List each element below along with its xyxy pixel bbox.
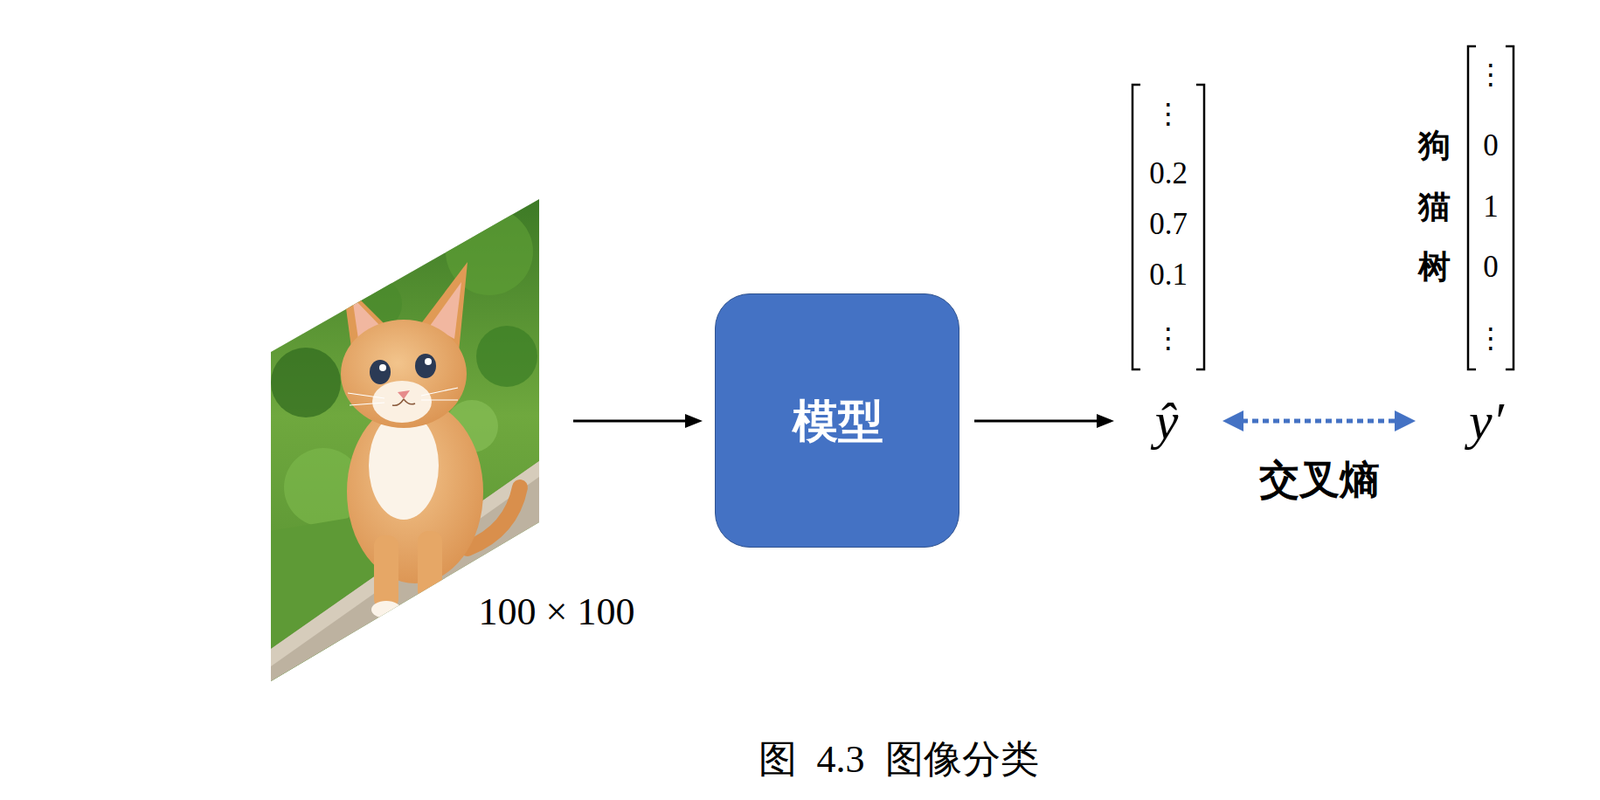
- class-name: 猫: [1418, 189, 1451, 226]
- one-hot-value: 0: [1482, 250, 1499, 285]
- ellipsis: ⋮: [1154, 98, 1183, 130]
- cat-photo: [270, 199, 540, 724]
- class-name: 狗: [1418, 128, 1451, 165]
- edge-label: 交叉熵: [1259, 457, 1380, 503]
- image-size: 100 × 100: [478, 591, 636, 634]
- label-vector: ⋮狗0猫1树0⋮y′: [1419, 46, 1521, 458]
- model-label: 模型: [792, 396, 884, 447]
- prediction-symbol: ŷ: [1155, 392, 1179, 451]
- one-hot-value: 1: [1482, 190, 1499, 225]
- model-box: 模型: [714, 293, 960, 548]
- flow-arrow: [974, 414, 1115, 429]
- ellipsis: ⋮: [1476, 323, 1505, 354]
- ellipsis: ⋮: [1154, 323, 1183, 354]
- vector-bracket: [1468, 46, 1476, 370]
- flow-arrow: [573, 414, 703, 429]
- label-symbol: y′: [1468, 392, 1504, 451]
- probability: 0.2: [1149, 157, 1188, 192]
- vector-bracket: [1505, 46, 1514, 370]
- one-hot-value: 0: [1482, 129, 1499, 164]
- figure-caption: 图 4.3 图像分类: [758, 739, 1039, 782]
- ellipsis: ⋮: [1476, 59, 1505, 91]
- double-arrow: [1222, 410, 1416, 432]
- input-image: 100 × 100: [270, 199, 540, 682]
- probability: 0.1: [1149, 258, 1188, 293]
- prediction-vector: ⋮ 0.2 0.7 0.1 ⋮ ŷ: [1127, 84, 1211, 457]
- class-name: 树: [1418, 249, 1451, 286]
- probability: 0.7: [1149, 207, 1188, 243]
- vector-bracket: [1196, 84, 1205, 370]
- vector-bracket: [1132, 84, 1141, 370]
